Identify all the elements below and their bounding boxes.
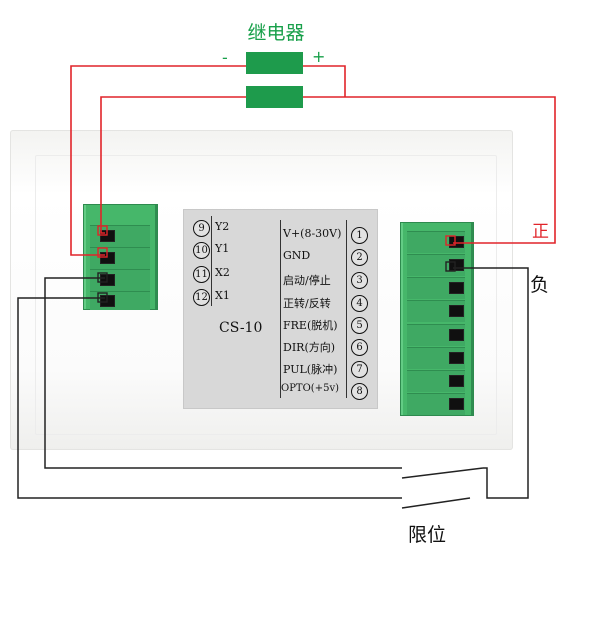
pin-number-2: 2: [351, 249, 368, 266]
right-terminal-cell: [407, 370, 465, 392]
screw-hole: [449, 352, 464, 364]
screw-hole: [100, 252, 115, 264]
pin-label-gnd: GND: [283, 249, 311, 262]
pin-label-forward-reverse: 正转/反转: [283, 297, 331, 310]
pin-number-6: 6: [351, 339, 368, 356]
relay-plus-label: +: [312, 47, 326, 66]
pin-label-start-stop: 启动/停止: [283, 274, 331, 287]
pin-label-plate: 9 Y2 10 Y1 11 X2 12 X1 CS-10 V+(8-30V) 1…: [183, 209, 378, 409]
screw-hole: [449, 329, 464, 341]
pin-label-opto: OPTO(+5v): [281, 383, 339, 394]
plate-divider: [280, 220, 281, 398]
right-terminal-cell: [407, 300, 465, 322]
positive-label: 正: [532, 222, 549, 242]
relay-minus-label: -: [222, 48, 228, 67]
screw-hole: [449, 305, 464, 317]
limit-switch-label: 限位: [408, 524, 447, 546]
pin-number-1: 1: [351, 227, 368, 244]
relay-title: 继电器: [247, 22, 305, 44]
left-terminal-cell: [90, 269, 150, 291]
screw-hole: [449, 398, 464, 410]
screw-hole: [449, 259, 464, 271]
negative-label: 负: [530, 274, 550, 296]
screw-hole: [100, 274, 115, 286]
left-terminal-block: [83, 204, 158, 310]
left-terminal-cell: [90, 225, 150, 247]
pin-label-y2: Y2: [215, 220, 230, 233]
right-terminal-cell: [407, 393, 465, 415]
screw-hole: [449, 282, 464, 294]
relay-coil-bottom: [246, 86, 303, 108]
relay-plus-wire: [303, 65, 346, 97]
plate-divider: [346, 220, 347, 398]
left-terminal-cell: [90, 247, 150, 269]
pin-number-4: 4: [351, 295, 368, 312]
right-terminal-cell: [407, 347, 465, 369]
right-terminal-block: [400, 222, 474, 416]
plate-divider: [211, 216, 212, 306]
pin-number-7: 7: [351, 361, 368, 378]
pin-number-12: 12: [193, 289, 210, 306]
pin-number-5: 5: [351, 317, 368, 334]
pin-label-y1: Y1: [215, 242, 230, 255]
pin-label-x1: X1: [215, 289, 230, 302]
relay-coil-top: [246, 52, 303, 74]
screw-hole: [449, 236, 464, 248]
right-terminal-cell: [407, 231, 465, 253]
right-terminal-cell: [407, 254, 465, 276]
screw-hole: [100, 230, 115, 242]
screw-hole: [100, 295, 115, 307]
pin-label-dir: DIR(方向): [283, 341, 336, 354]
pin-label-vplus: V+(8-30V): [283, 227, 342, 240]
left-terminal-cell: [90, 291, 150, 310]
model-number: CS-10: [219, 320, 263, 336]
limit-switch-arm-upper: [401, 467, 484, 479]
pin-number-3: 3: [351, 272, 368, 289]
pin-label-x2: X2: [215, 266, 230, 279]
right-terminal-cell: [407, 324, 465, 346]
right-terminal-cell: [407, 277, 465, 299]
pin-label-fre: FRE(脱机): [283, 319, 338, 332]
pin-number-11: 11: [193, 266, 210, 283]
pin-number-9: 9: [193, 220, 210, 237]
pin-number-8: 8: [351, 383, 368, 400]
limit-switch-arm-lower: [401, 497, 471, 509]
pin-number-10: 10: [193, 242, 210, 259]
screw-hole: [449, 375, 464, 387]
pin-label-pul: PUL(脉冲): [283, 363, 338, 376]
